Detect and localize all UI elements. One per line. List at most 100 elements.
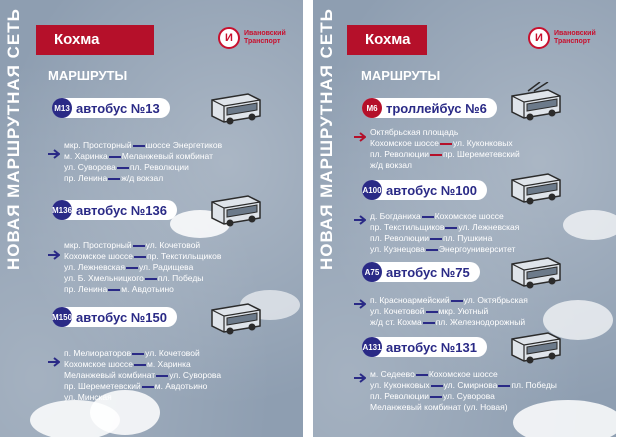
stop-name: ул. Куконковых [370,380,430,390]
route-connector [108,288,121,291]
stops-line: Октябрьская площадь [370,127,520,138]
logo-text-line2: Транспорт [554,38,591,45]
arrow-right-icon [48,354,64,367]
stop-name: мкр. Просторный [64,140,132,150]
stop-name: пл. Революции [370,233,429,243]
stop-name: шоссе Энергетиков [145,140,223,150]
route-connector [429,395,442,398]
arrow-right-icon [354,129,370,142]
stops-line: мкр. Просторный ул. Кочетовой [64,240,221,251]
route-connector [132,244,145,247]
routes-title: МАРШРУТЫ [361,68,441,83]
route-connector [108,177,121,180]
stop-name: д. Богданиха [370,211,421,221]
bus-icon [208,86,264,131]
stop-name: ул. Кузнецова [370,244,425,254]
stop-name: пл. Революции [370,149,429,159]
route-stops: мкр. Просторный шоссе Энергетиков м. Харин… [64,140,222,184]
stop-name: ул. Кочетовой [145,240,201,250]
route-connector [429,237,442,240]
arrow-right-icon [354,212,370,225]
bus-icon [508,250,564,295]
route-code: М13 [52,98,72,118]
stop-name: ул. Минская [64,392,112,402]
stop-name: ул. Радищева [138,262,194,272]
stop-name: м. Харинка [146,359,191,369]
stop-name: Кохомское шоссе [64,251,133,261]
route-connector [425,248,438,251]
stop-name: Меланжевый комбинат (ул. Новая) [370,402,508,412]
arrow-right-icon [354,370,370,383]
bus-icon [508,166,564,211]
stop-name: пр. Ленина [64,173,108,183]
stop-name: пл. Революции [129,162,189,172]
stops-line: пр. Ленина ж/д вокзал [64,173,222,184]
stop-name: мкр. Просторный [64,240,132,250]
stop-name: пр. Шереметевский [442,149,520,159]
stops-line: ж/д вокзал [370,160,520,171]
stop-name: ж/д вокзал [370,160,412,170]
stop-name: ул. Б. Хмельницкого [64,273,144,283]
right-poster: НОВАЯ МАРШРУТНАЯ СЕТЬ Кохма И Ивановский… [313,0,616,437]
stops-line: ул. Минская [64,392,221,403]
trolleybus-icon [508,81,564,127]
bus-icon [208,188,264,233]
route-code: М6 [362,98,382,118]
route-connector [425,310,438,313]
bus-icon [508,325,564,370]
route-name: троллейбус №6 [386,100,487,116]
stops-line: д. Богданиха Кохомское шоссе [370,211,519,222]
arrow-right-icon [48,146,64,159]
route-name: автобус №75 [386,264,470,280]
route-name: автобус №131 [386,339,477,355]
stop-name: пр. Текстильщиков [370,222,445,232]
stops-line: Кохомское шоссе пр. Текстильщиков [64,251,221,262]
stop-name: Кохомское шоссе [428,369,498,379]
logo-icon: И [528,27,550,49]
route-connector [132,144,145,147]
route-code: М136 [52,200,72,220]
stops-line: Меланжевый комбинат ул. Суворова [64,370,221,381]
stop-name: пл. Революции [370,391,429,401]
bus-icon [208,296,264,341]
stop-name: пл. Победы [157,273,204,283]
stop-name: пр. Шереметевский [64,381,141,391]
stop-name: пр. Текстильщиков [146,251,222,261]
stop-name: Меланжевый комбинат [64,370,156,380]
stops-line: ул. Б. Хмельницкого пл. Победы [64,273,221,284]
stop-name: ж/д вокзал [121,173,164,183]
stops-line: пр. Текстильщиков ул. Лежневская [370,222,519,233]
stop-name: ул. Лежневская [458,222,520,232]
stop-name: Кохомское шоссе [434,211,504,221]
stop-name: ул. Куконковых [452,138,513,148]
route-connector [439,142,452,145]
stop-name: м. Харинка [64,151,108,161]
stop-name: п. Красноармейский [370,295,450,305]
stop-name: ул. Суворова [169,370,222,380]
route-name: автобус №13 [76,100,160,116]
route-connector [422,321,435,324]
cloud-decoration [513,400,616,437]
logo-text-line1: Ивановский [554,30,596,37]
route-code: А131 [362,337,382,357]
routes-title: МАРШРУТЫ [48,68,128,83]
cloud-decoration [563,210,616,240]
route-code: А75 [362,262,382,282]
